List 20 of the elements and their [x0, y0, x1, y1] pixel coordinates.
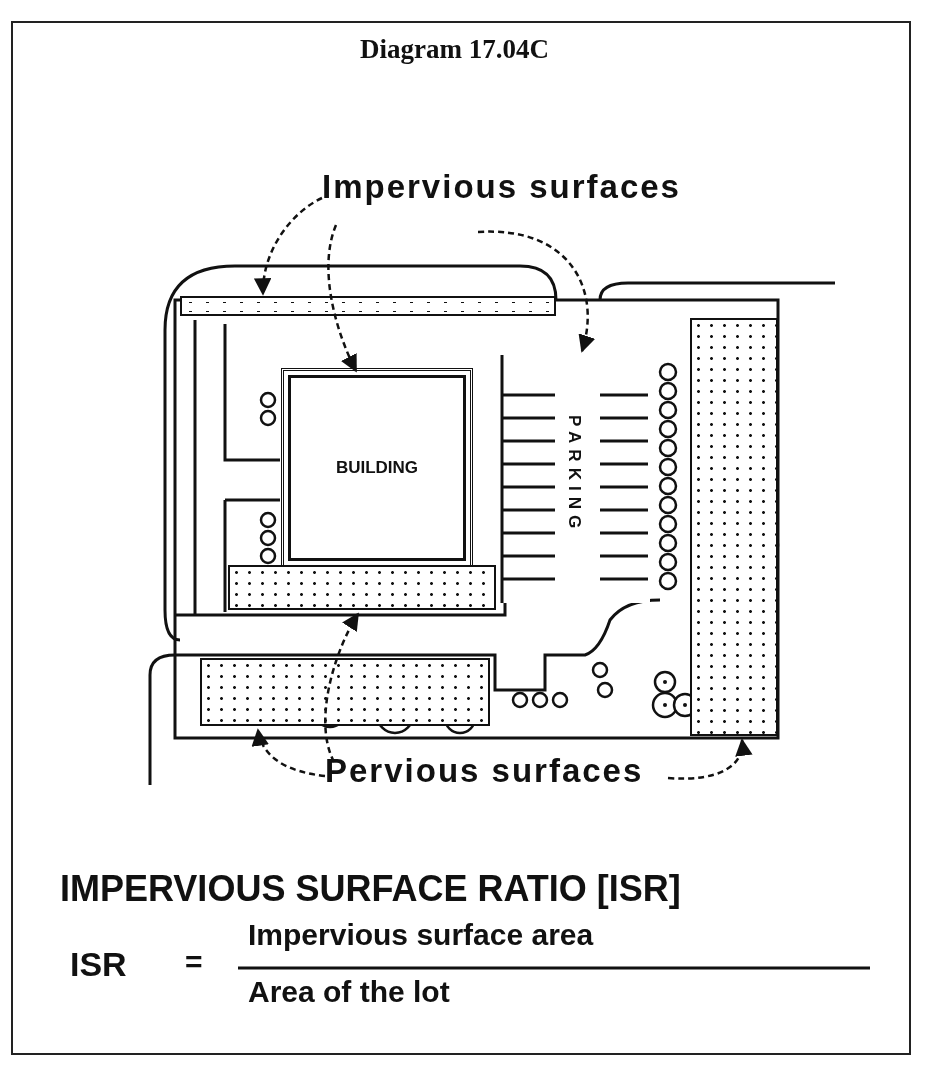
formula-numerator: Impervious surface area [248, 918, 594, 952]
formula-text: ISR [70, 945, 127, 984]
building-label: BUILDING [335, 458, 419, 478]
leader-line [324, 612, 360, 763]
callout-label: Impervious surfaces [322, 168, 681, 206]
planting-bed [228, 565, 496, 610]
callout-label: Pervious surfaces [325, 752, 644, 790]
formula-denominator: Area of the lot [248, 975, 450, 1009]
equals-sign: = [185, 945, 203, 979]
leader-line [327, 224, 358, 373]
landscaped-area [690, 318, 778, 736]
formula-heading: IMPERVIOUS SURFACE RATIO [ISR] [60, 868, 681, 910]
planting-strip [200, 658, 490, 726]
parking-label: PARKING [564, 415, 584, 535]
sidewalk [180, 296, 556, 316]
leader-line [254, 196, 323, 296]
leader-line [478, 230, 595, 353]
leader-line [667, 738, 752, 780]
leader-line [252, 728, 326, 778]
diagram-title: Diagram 17.04C [360, 34, 549, 65]
